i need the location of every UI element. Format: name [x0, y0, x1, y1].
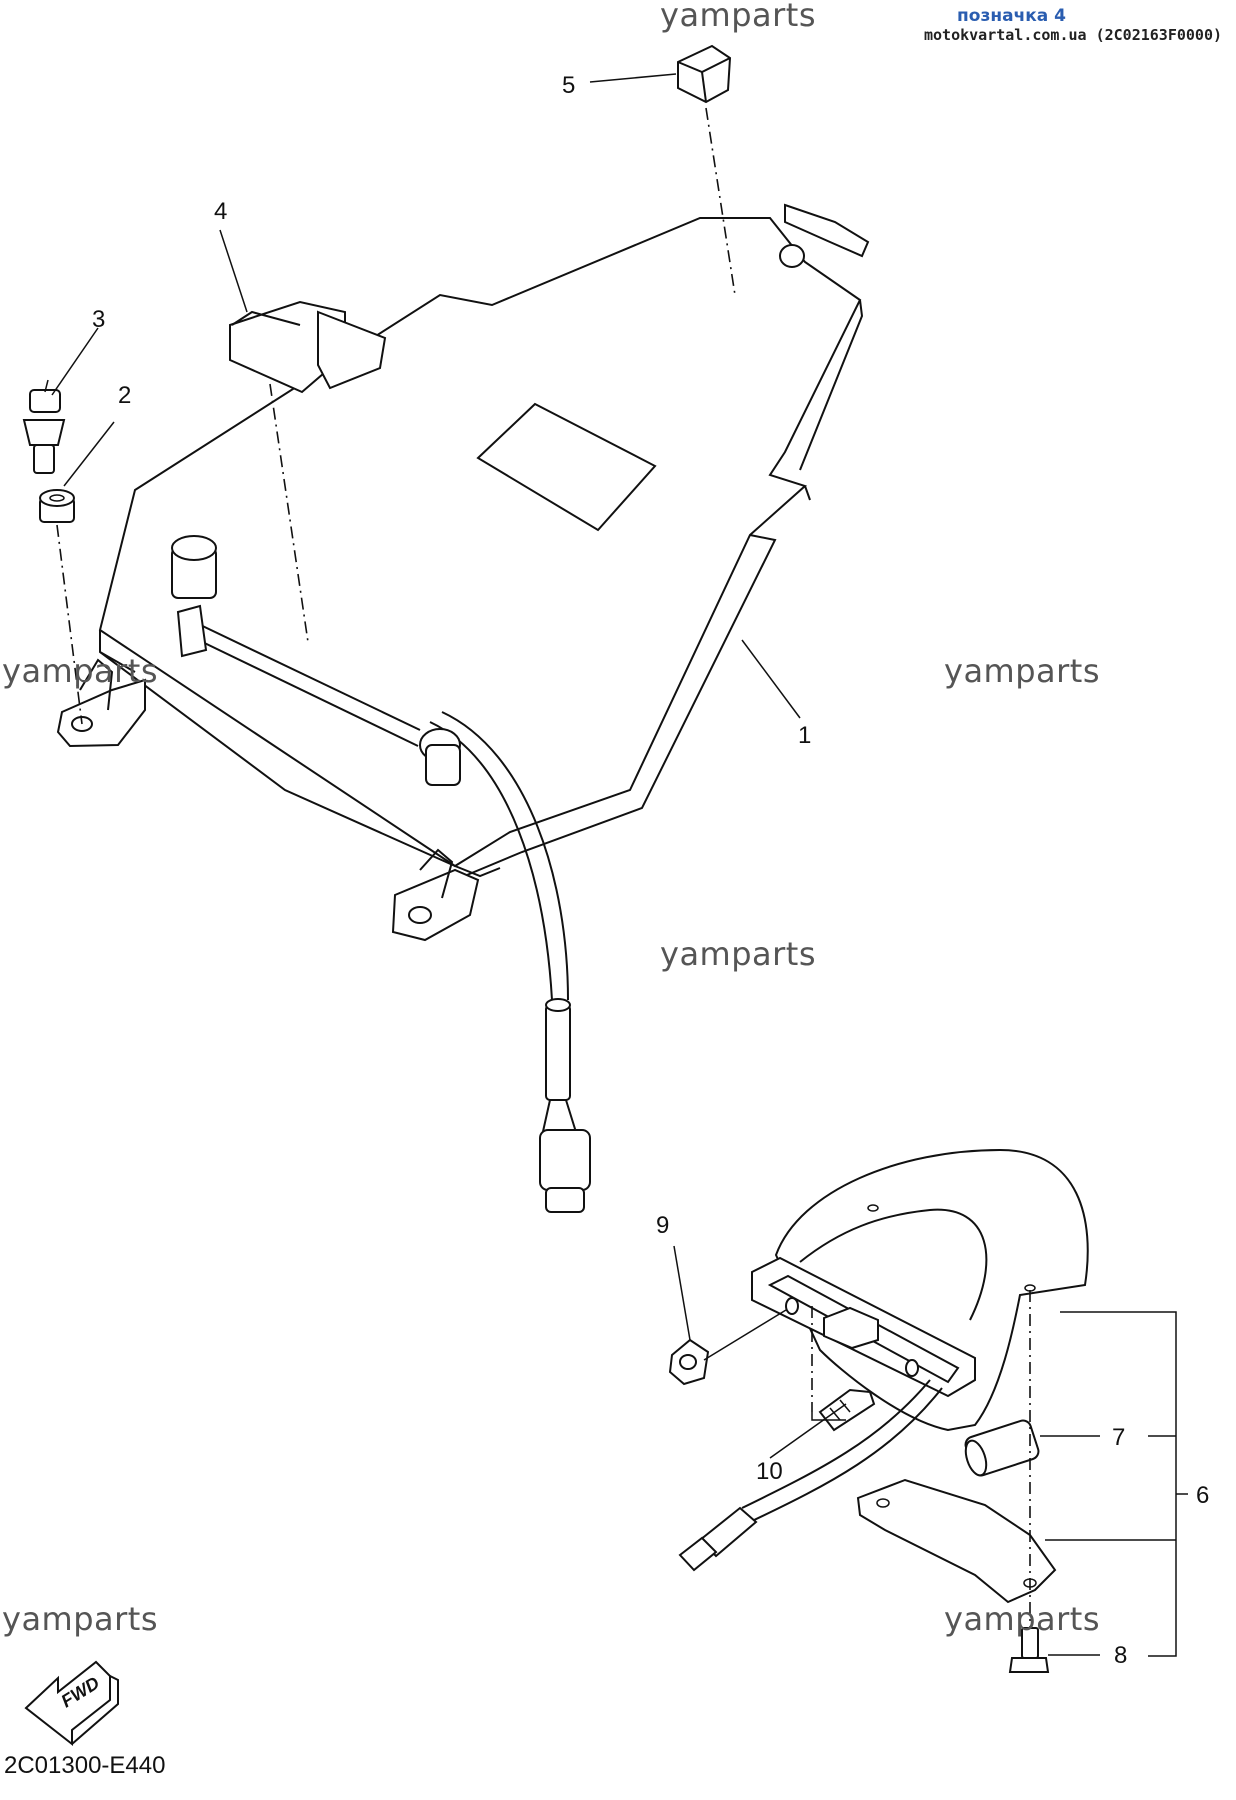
- part-6-light-assembly: [668, 1148, 1188, 1673]
- part-3-clip: [22, 327, 99, 474]
- watermark: yamparts: [660, 0, 817, 34]
- callout-10: 10: [756, 1458, 783, 1485]
- watermark: yamparts: [2, 652, 159, 690]
- callout-3: 3: [92, 306, 106, 333]
- diagram-code: 2C01300-E440: [4, 1752, 166, 1779]
- callout-6: 6: [1196, 1482, 1210, 1509]
- callout-2: 2: [118, 382, 132, 409]
- callout-9: 9: [656, 1212, 670, 1239]
- watermark: yamparts: [2, 1600, 159, 1638]
- header-source: motokvartal.com.ua (2C02163F0000): [923, 26, 1222, 44]
- part-1-case: [56, 203, 870, 1213]
- fwd-arrow-icon: FWD: [24, 1660, 119, 1747]
- callout-8: 8: [1114, 1642, 1128, 1669]
- watermark: yamparts: [944, 652, 1101, 690]
- callout-5: 5: [562, 72, 576, 99]
- callout-7: 7: [1112, 1424, 1126, 1451]
- part-2-grommet: [39, 421, 115, 725]
- header-tag: позначка 4: [957, 6, 1066, 26]
- watermark: yamparts: [660, 935, 817, 973]
- callout-1: 1: [798, 722, 812, 749]
- watermark: yamparts: [944, 1600, 1101, 1638]
- part-4-relay: [219, 229, 387, 643]
- part-5-cap: [589, 44, 736, 296]
- callout-4: 4: [214, 198, 228, 225]
